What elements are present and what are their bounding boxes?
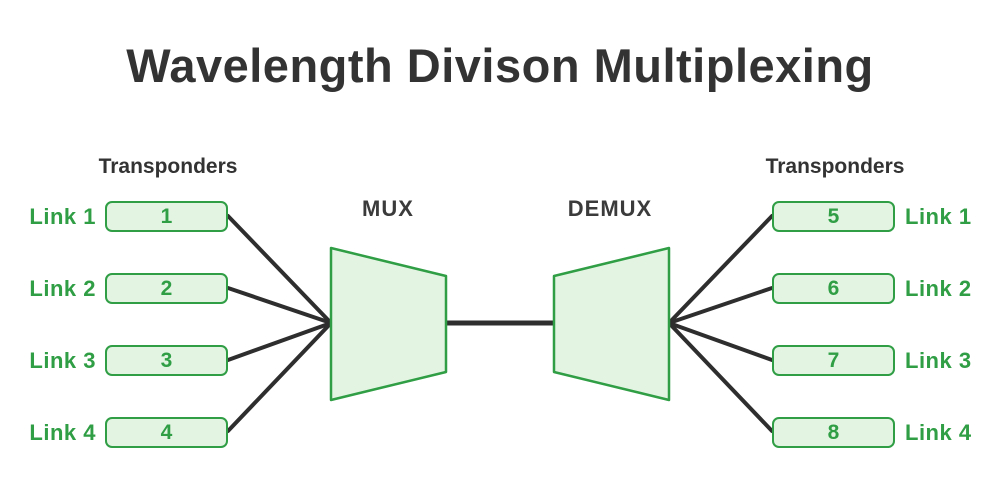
line-link1-to-mux bbox=[226, 214, 333, 325]
left-link4-label: Link 4 bbox=[29, 419, 96, 445]
line-link4-to-mux bbox=[226, 321, 333, 433]
transponder-box-7: 7 bbox=[772, 345, 895, 376]
left-link2-label: Link 2 bbox=[29, 275, 96, 301]
left-link3-label: Link 3 bbox=[29, 347, 96, 373]
transponder-box-5: 5 bbox=[772, 201, 895, 232]
right-transponders-heading: Transponders bbox=[765, 155, 905, 178]
mux-shape bbox=[329, 246, 448, 402]
transponder-box-6: 6 bbox=[772, 273, 895, 304]
left-link1-label: Link 1 bbox=[29, 203, 96, 229]
left-fan-lines bbox=[226, 214, 333, 433]
line-demux-to-link2 bbox=[667, 286, 774, 325]
right-link4-label: Link 4 bbox=[905, 419, 972, 445]
page-title: Wavelength Divison Multiplexing bbox=[126, 39, 874, 92]
left-transponders-heading: Transponders bbox=[98, 155, 238, 178]
transponder-box-1: 1 bbox=[105, 201, 228, 232]
right-link3-label: Link 3 bbox=[905, 347, 972, 373]
right-link1-label: Link 1 bbox=[905, 203, 972, 229]
demux-shape bbox=[552, 246, 671, 402]
transponder-box-3: 3 bbox=[105, 345, 228, 376]
transponder-box-2: 2 bbox=[105, 273, 228, 304]
right-link2-label: Link 2 bbox=[905, 275, 972, 301]
transponder-box-4: 4 bbox=[105, 417, 228, 448]
transponder-box-8: 8 bbox=[772, 417, 895, 448]
mux-label: MUX bbox=[362, 196, 414, 221]
line-link3-to-mux bbox=[226, 321, 333, 362]
line-link2-to-mux bbox=[226, 286, 333, 325]
demux-label: DEMUX bbox=[567, 196, 653, 221]
line-demux-to-link3 bbox=[667, 321, 774, 362]
right-fan-lines bbox=[667, 214, 774, 433]
line-demux-to-link1 bbox=[667, 214, 774, 325]
line-demux-to-link4 bbox=[667, 321, 774, 433]
